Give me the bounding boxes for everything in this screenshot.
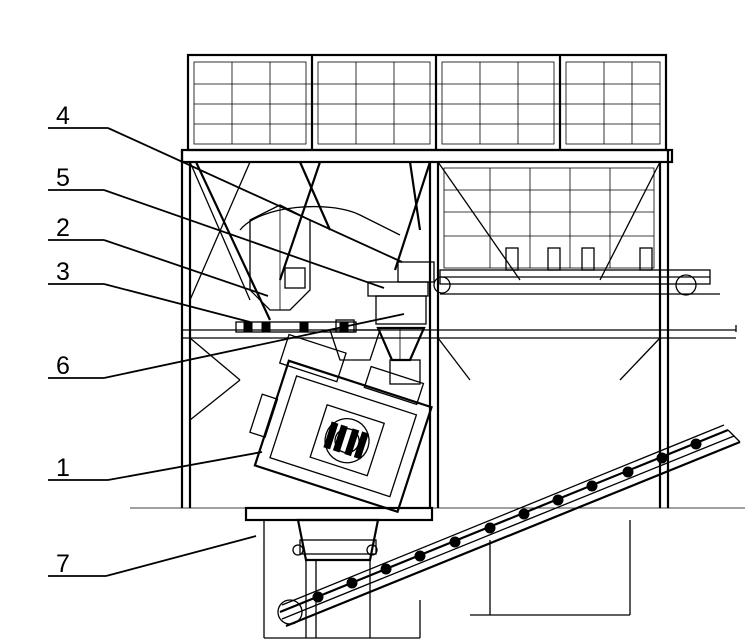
top-bin-structure <box>186 53 668 152</box>
leader-lines <box>48 127 405 577</box>
pit <box>263 518 631 639</box>
inclined-conveyor <box>277 424 741 628</box>
upper-conveyor <box>433 167 720 296</box>
callout-6: 6 <box>56 352 70 380</box>
callout-3: 3 <box>56 258 70 286</box>
main-machine <box>249 333 433 514</box>
callout-4: 4 <box>56 102 70 130</box>
callout-2: 2 <box>56 214 70 242</box>
callout-1: 1 <box>56 454 70 482</box>
dust-collector <box>239 204 401 311</box>
callout-7: 7 <box>56 550 70 578</box>
ground-line <box>130 506 745 522</box>
callout-5: 5 <box>56 164 70 192</box>
